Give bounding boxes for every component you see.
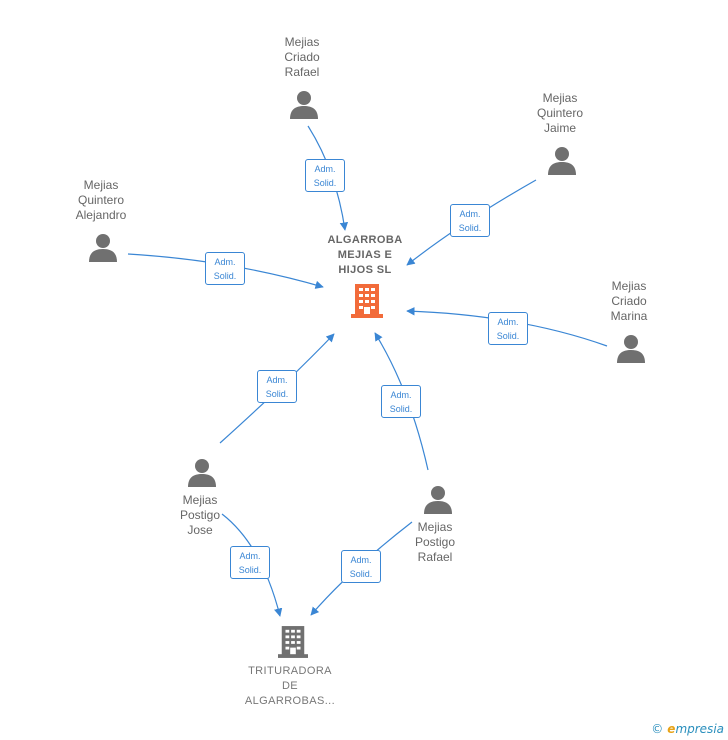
brand-logo[interactable]: ©empresia — [651, 722, 724, 736]
edge-badge-postigo-rafael-main: Adm.Solid. — [381, 385, 421, 418]
person-name-postigo-rafael[interactable]: Mejias Postigo Rafael — [414, 520, 456, 564]
person-icon[interactable] — [616, 333, 646, 363]
edge-badge-postigo-jose-secondary: Adm.Solid. — [230, 546, 270, 579]
edge-badge-postigo-jose-main: Adm.Solid. — [257, 370, 297, 403]
building-icon[interactable] — [351, 284, 383, 318]
person-name-postigo-jose[interactable]: Mejias Postigo Jose — [179, 493, 221, 537]
copyright-symbol: © — [651, 722, 664, 736]
person-icon[interactable] — [187, 457, 217, 487]
person-icon[interactable] — [289, 89, 319, 119]
edge-badge-postigo-rafael-secondary: Adm.Solid. — [341, 550, 381, 583]
person-icon[interactable] — [547, 145, 577, 175]
main-company-name[interactable]: ALGARROBA MEJIAS E HIJOS SL — [327, 234, 403, 276]
edge-badge-criado-rafael: Adm.Solid. — [305, 159, 345, 192]
building-icon[interactable] — [278, 625, 308, 659]
person-name-criado-marina[interactable]: Mejias Criado Marina — [610, 279, 648, 323]
person-name-criado-rafael[interactable]: Mejias Criado Rafael — [284, 35, 320, 79]
secondary-company-name[interactable]: TRITURADORA DE ALGARROBAS... — [244, 665, 336, 707]
edge-badge-criado-marina: Adm.Solid. — [488, 312, 528, 345]
person-name-quintero-alejandro[interactable]: Mejias Quintero Alejandro — [75, 178, 127, 222]
edge-badge-quintero-alejandro: Adm.Solid. — [205, 252, 245, 285]
edge-badge-quintero-jaime: Adm.Solid. — [450, 204, 490, 237]
person-icon[interactable] — [423, 484, 453, 514]
person-icon[interactable] — [88, 232, 118, 262]
person-name-quintero-jaime[interactable]: Mejias Quintero Jaime — [536, 91, 584, 135]
